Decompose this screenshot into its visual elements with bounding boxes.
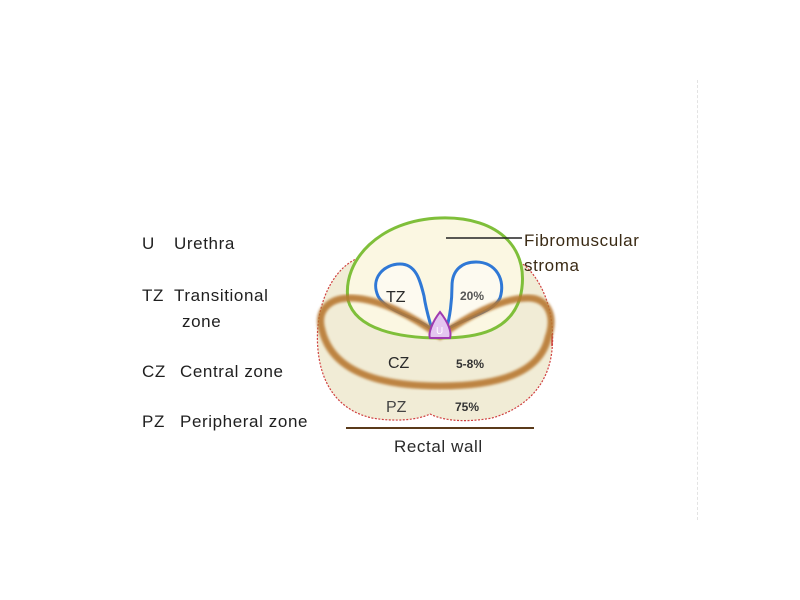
- page-divider: [697, 80, 698, 520]
- cz-percent-label: 5-8%: [456, 357, 484, 371]
- legend-item-central-zone: CZ Central zone: [142, 362, 284, 382]
- cz-label: CZ: [388, 355, 410, 372]
- tz-percent-label: 20%: [460, 289, 484, 303]
- urethra-label: U: [436, 326, 443, 337]
- tz-label: TZ: [386, 289, 406, 306]
- urethra-shape: [428, 310, 452, 339]
- legend-abbr: TZ: [142, 286, 164, 305]
- legend-item-transitional-zone: TZ Transitional: [142, 286, 268, 306]
- fibromuscular-stroma-label-2: stroma: [524, 256, 580, 275]
- legend-abbr: PZ: [142, 412, 165, 431]
- pz-label: PZ: [386, 399, 407, 416]
- legend-text: Urethra: [174, 234, 235, 253]
- legend-text-continuation: zone: [182, 312, 222, 331]
- legend-abbr: CZ: [142, 362, 166, 381]
- legend-item-peripheral-zone: PZ Peripheral zone: [142, 412, 308, 432]
- legend-text: Peripheral zone: [180, 412, 309, 431]
- legend-text: Central zone: [180, 362, 284, 381]
- legend-item-urethra: U Urethra: [142, 234, 235, 254]
- legend-text: Transitional: [174, 286, 269, 305]
- pz-percent-label: 75%: [455, 400, 479, 414]
- central-zone-band: [317, 294, 555, 390]
- legend-abbr: U: [142, 234, 155, 253]
- fibromuscular-stroma-label: Fibromuscular: [524, 231, 640, 250]
- rectal-wall-label: Rectal wall: [394, 437, 483, 456]
